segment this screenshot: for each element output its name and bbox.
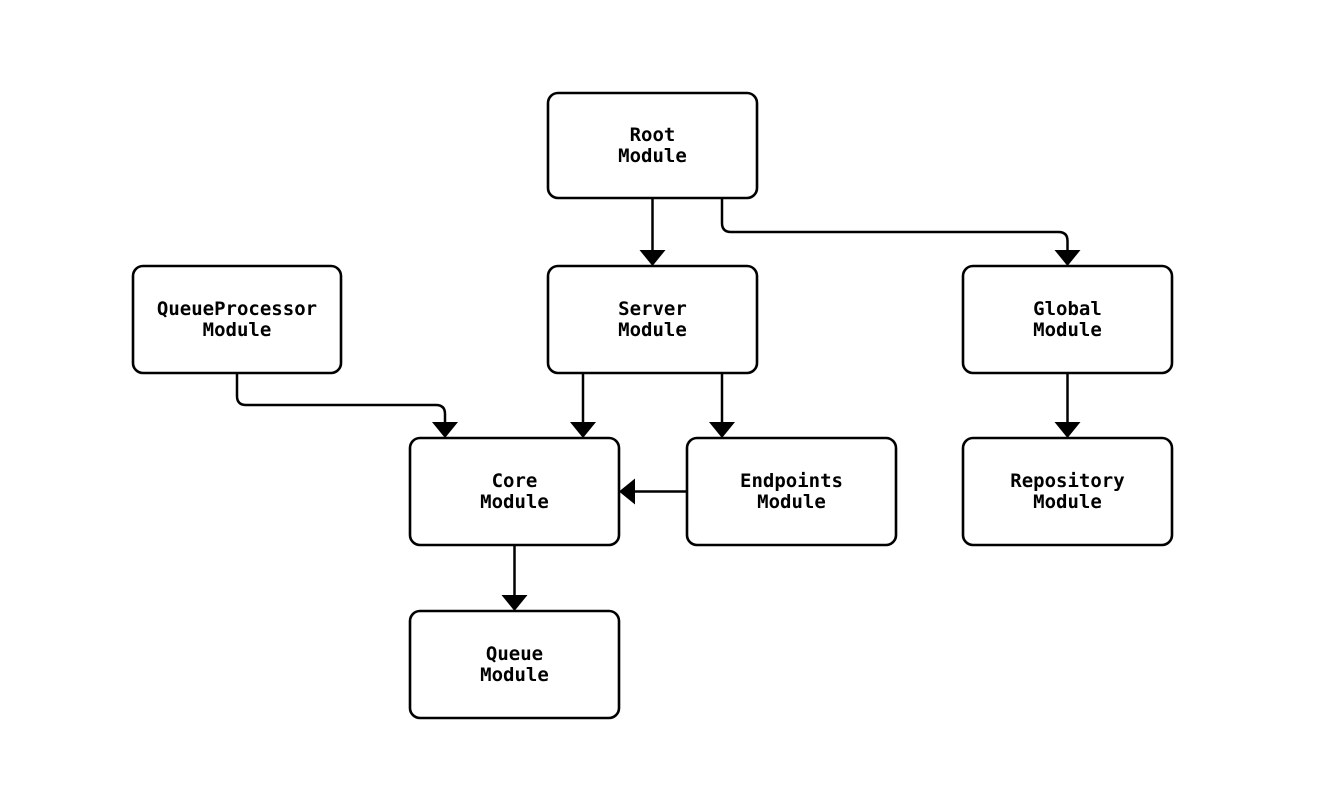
node-repository-box — [961, 436, 1174, 547]
arrowhead-icon — [570, 422, 596, 438]
node-label-line: Core — [492, 470, 538, 492]
node-label-line: Server — [618, 298, 687, 320]
node-label-line: Endpoints — [740, 470, 843, 492]
node-label-line: Module — [1033, 491, 1102, 513]
edge-endpoints-core — [619, 478, 687, 505]
node-label-line: Module — [618, 319, 687, 341]
node-label-line: Module — [1033, 319, 1102, 341]
edge-line — [720, 198, 1069, 250]
arrowhead-icon — [432, 422, 458, 438]
node-label-line: QueueProcessor — [157, 298, 317, 320]
edge-root-global — [720, 198, 1081, 266]
arrowhead-icon — [639, 250, 666, 266]
node-label-line: Module — [480, 664, 549, 686]
node-global-box — [961, 264, 1174, 375]
edge-root-server — [639, 198, 666, 266]
node-label-line: Module — [618, 145, 687, 167]
node-root-box — [546, 91, 759, 200]
node-endpoints-box — [685, 436, 898, 547]
node-label-line: Queue — [486, 643, 543, 665]
edge-core-queue — [501, 545, 528, 611]
arrowhead-icon — [1054, 422, 1081, 438]
node-label-line: Module — [757, 491, 826, 513]
node-queueprocessor-box — [131, 264, 343, 375]
arrowhead-icon — [619, 478, 635, 505]
edge-server-endpoints — [709, 373, 735, 438]
arrowhead-icon — [501, 595, 528, 611]
node-queue-box — [408, 609, 621, 720]
node-label-line: Module — [480, 491, 549, 513]
node-label-line: Repository — [1010, 470, 1124, 492]
edge-line — [235, 373, 447, 422]
edge-global-repository — [1054, 373, 1081, 438]
node-server-box — [546, 264, 759, 375]
arrowhead-icon — [1054, 250, 1081, 266]
edge-queueprocessor-core — [235, 373, 458, 438]
node-label-line: Module — [203, 319, 272, 341]
node-core-box — [408, 436, 621, 547]
node-label-line: Root — [630, 124, 676, 146]
node-label-line: Global — [1033, 298, 1102, 320]
arrowhead-icon — [709, 422, 735, 438]
edge-server-core — [570, 373, 596, 438]
